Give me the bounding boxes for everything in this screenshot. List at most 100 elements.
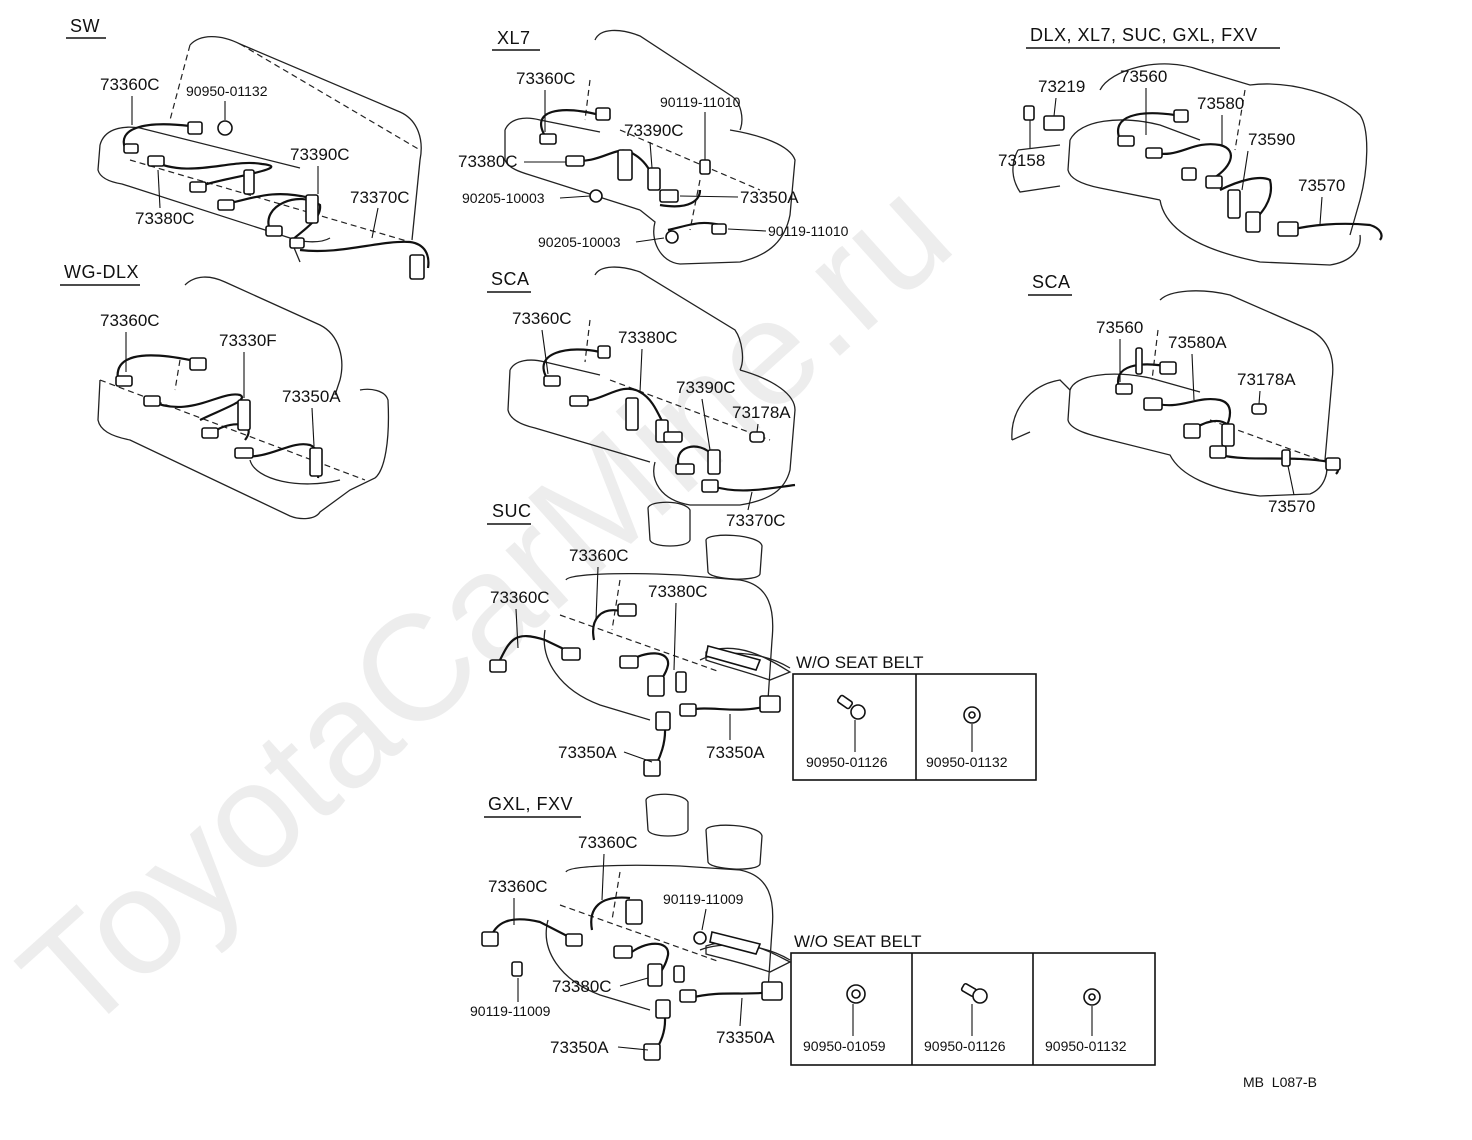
wgdlx-buckle-2 [143,395,161,407]
label-gxl-90119-11009-right: 90119-11009 [663,891,744,907]
section-title-dlx: DLX, XL7, SUC, GXL, FXV [1030,25,1258,45]
gxl-buckle-4 [679,989,697,1003]
sca-m-buckle-1 [543,375,561,387]
label-sca-m-73380c: 73380C [618,328,678,347]
suc-inset-box [792,673,1037,781]
label-dlx-73158: 73158 [998,151,1045,170]
sw-anchor-1 [243,169,255,195]
section-title-sca-middle: SCA [491,269,530,289]
xl7-seat-outline [504,29,796,265]
sca-r-clip [1159,361,1177,375]
section-gxl-fxv: GXL, FXV [470,793,1156,1066]
gxl-inset-title: W/O SEAT BELT [794,932,922,951]
gxl-inset-clip-icon [846,984,866,1004]
label-sw-90950-01132: 90950-01132 [186,83,268,99]
label-suc-73380c: 73380C [648,582,708,601]
suc-inset-without-seat-belt: W/O SEAT BELT 90950-01126 90950-01132 [792,653,1037,781]
wgdlx-clip [189,357,207,371]
gxl-anchor-3 [643,1043,661,1061]
wgdlx-buckle-1 [115,375,133,387]
suc-retractor [759,695,781,713]
suc-anchor-1 [647,675,665,697]
label-suc-73350a-left: 73350A [558,743,617,762]
label-dlx-73580: 73580 [1197,94,1244,113]
wgdlx-anchor-1 [237,399,251,431]
suc-arrow-icon [705,645,762,671]
sca-r-buckle-1 [1115,383,1133,395]
section-title-wgdlx: WG-DLX [64,262,139,282]
label-xl7-90119-11010-bottom: 90119-11010 [768,223,849,239]
sca-m-buckle-3 [663,431,683,443]
label-gxl-73360c-left: 73360C [488,877,548,896]
suc-buckle-5 [679,703,697,717]
label-gxl-73350a-right: 73350A [716,1028,775,1047]
label-dlx-73219: 73219 [1038,77,1085,96]
sca-m-anchor-3 [707,449,721,475]
label-sca-r-73178a: 73178A [1237,370,1296,389]
label-xl7-73390c: 73390C [624,121,684,140]
section-sca-middle: SCA 73360C 73380C 73390C [487,266,796,530]
sca-r-buckle-2 [1143,397,1163,411]
suc-inset-nut-icon [963,706,981,724]
dlx-buckle-3 [1181,167,1197,181]
label-gxl-73360c-top: 73360C [578,833,638,852]
section-title-gxl-fxv: GXL, FXV [488,794,573,814]
label-sca-r-73580a: 73580A [1168,333,1227,352]
section-suc: SUC 73360C [487,501,1037,781]
wgdlx-buckle-4 [234,447,254,459]
sca-r-guide [1281,449,1291,467]
xl7-anchor-2 [647,167,661,191]
suc-inset-title: W/O SEAT BELT [796,653,924,672]
section-xl7: XL7 73360C 90119-11010 7339 [458,28,849,265]
suc-buckle-4 [619,655,639,669]
section-title-suc: SUC [492,501,532,521]
gxl-inset-part-3: 90950-01132 [1045,1038,1127,1054]
gxl-inset-without-seat-belt: W/O SEAT BELT 90950-01059 90950-01126 90… [790,932,1156,1066]
label-sw-73380c: 73380C [135,209,195,228]
xl7-buckle-1 [539,133,557,145]
sca-r-anchor-top [1135,347,1143,375]
sw-seat-outline [97,35,422,263]
xl7-buckle-2 [565,155,585,167]
gxl-retractor [761,981,783,1001]
section-title-xl7: XL7 [497,28,531,48]
section-title-sw: SW [70,16,100,36]
sca-r-buckle-4 [1209,445,1227,459]
sw-buckle-5 [265,225,283,237]
xl7-belt-assembly [539,107,727,244]
suc-bolt-icon [675,671,687,693]
diagram-code: MB L087-B [1243,1074,1317,1090]
suc-seat-outline [543,501,792,721]
label-wgdlx-73350a: 73350A [282,387,341,406]
section-title-sca-right: SCA [1032,272,1071,292]
dlx-cover-icon [1043,115,1065,131]
suc-inset-part-2: 90950-01132 [926,754,1008,770]
dlx-buckle-2 [1145,147,1163,159]
sca-m-anchor-1 [625,397,639,431]
suc-anchor-2 [655,711,671,731]
xl7-clip [595,107,611,121]
label-dlx-73560: 73560 [1120,67,1167,86]
sw-grommet-icon [217,120,233,136]
label-sca-r-73560: 73560 [1096,318,1143,337]
section-dlx: DLX, XL7, SUC, GXL, FXV 73219 [998,25,1383,266]
xl7-washer-2-icon [665,230,679,244]
sca-m-buckle-4 [675,463,695,475]
dlx-anchor-2 [1245,211,1261,233]
wgdlx-belt-assembly [115,354,323,479]
gxl-inset-part-1: 90950-01059 [803,1038,886,1054]
label-suc-73360c-left: 73360C [490,588,550,607]
sca-r-cap-icon [1251,403,1267,415]
sw-buckle-1 [123,143,139,154]
label-sca-r-73570: 73570 [1268,497,1315,516]
label-xl7-90205-10003-b: 90205-10003 [538,234,621,250]
label-xl7-73380c: 73380C [458,152,518,171]
dlx-clip [1173,109,1189,123]
dlx-anchor-1 [1227,189,1241,219]
label-gxl-73380c: 73380C [552,977,612,996]
wgdlx-buckle-3 [201,427,219,439]
dlx-buckle-4 [1205,175,1223,189]
label-gxl-73350a-left: 73350A [550,1038,609,1057]
suc-anchor-3 [643,759,661,777]
